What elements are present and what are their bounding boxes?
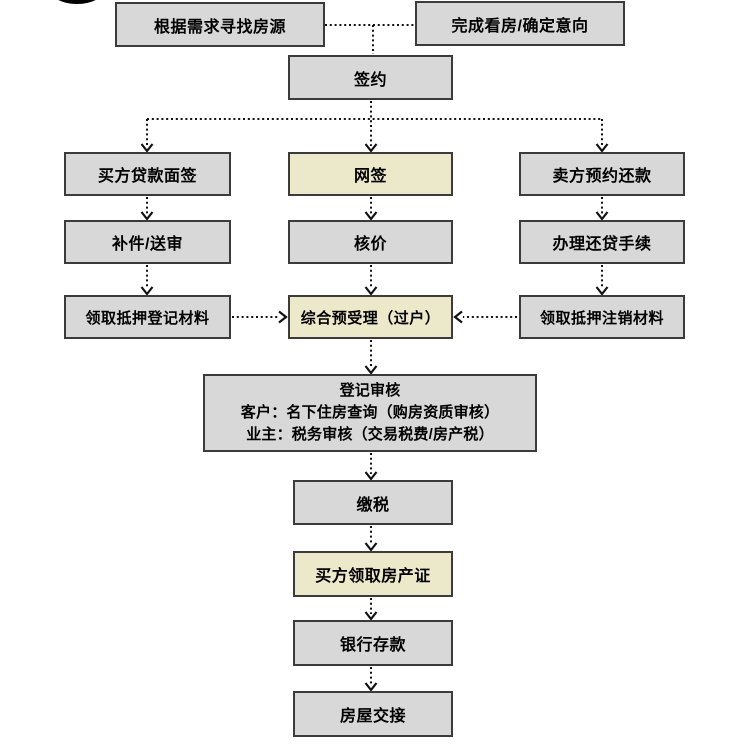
node-repay-loan-procedure: 办理还贷手续 <box>519 220 685 264</box>
node-confirm-intent: 完成看房/确定意向 <box>415 1 625 46</box>
registration-review-owner-line: 业主：税务审核（交易税费/房产税） <box>246 426 494 443</box>
registration-review-title: 登记审核 <box>339 382 401 399</box>
node-seller-repayment-appointment: 卖方预约还款 <box>519 152 685 196</box>
node-price-verification: 核价 <box>288 220 453 264</box>
node-pay-tax: 缴税 <box>293 480 453 525</box>
node-registration-review: 登记审核 客户：名下住房查询（购房资质审核） 业主：税务审核（交易税费/房产税） <box>203 374 537 452</box>
node-pre-acceptance-transfer: 综合预受理（过户） <box>288 295 453 339</box>
registration-review-customer-line: 客户：名下住房查询（购房资质审核） <box>240 404 500 421</box>
node-collect-mortgage-registration: 领取抵押登记材料 <box>64 295 231 339</box>
node-house-handover: 房屋交接 <box>293 691 453 737</box>
partial-circle-decoration <box>48 0 106 4</box>
node-bank-deposit: 银行存款 <box>293 620 453 666</box>
node-find-house: 根据需求寻找房源 <box>115 2 325 47</box>
node-buyer-collect-certificate: 买方领取房产证 <box>293 551 453 597</box>
node-buyer-loan-interview: 买方贷款面签 <box>64 152 231 196</box>
node-supplement-review: 补件/送审 <box>64 220 231 264</box>
node-sign-contract: 签约 <box>288 55 453 100</box>
node-online-sign: 网签 <box>288 152 453 196</box>
node-collect-mortgage-cancellation: 领取抵押注销材料 <box>519 295 685 339</box>
